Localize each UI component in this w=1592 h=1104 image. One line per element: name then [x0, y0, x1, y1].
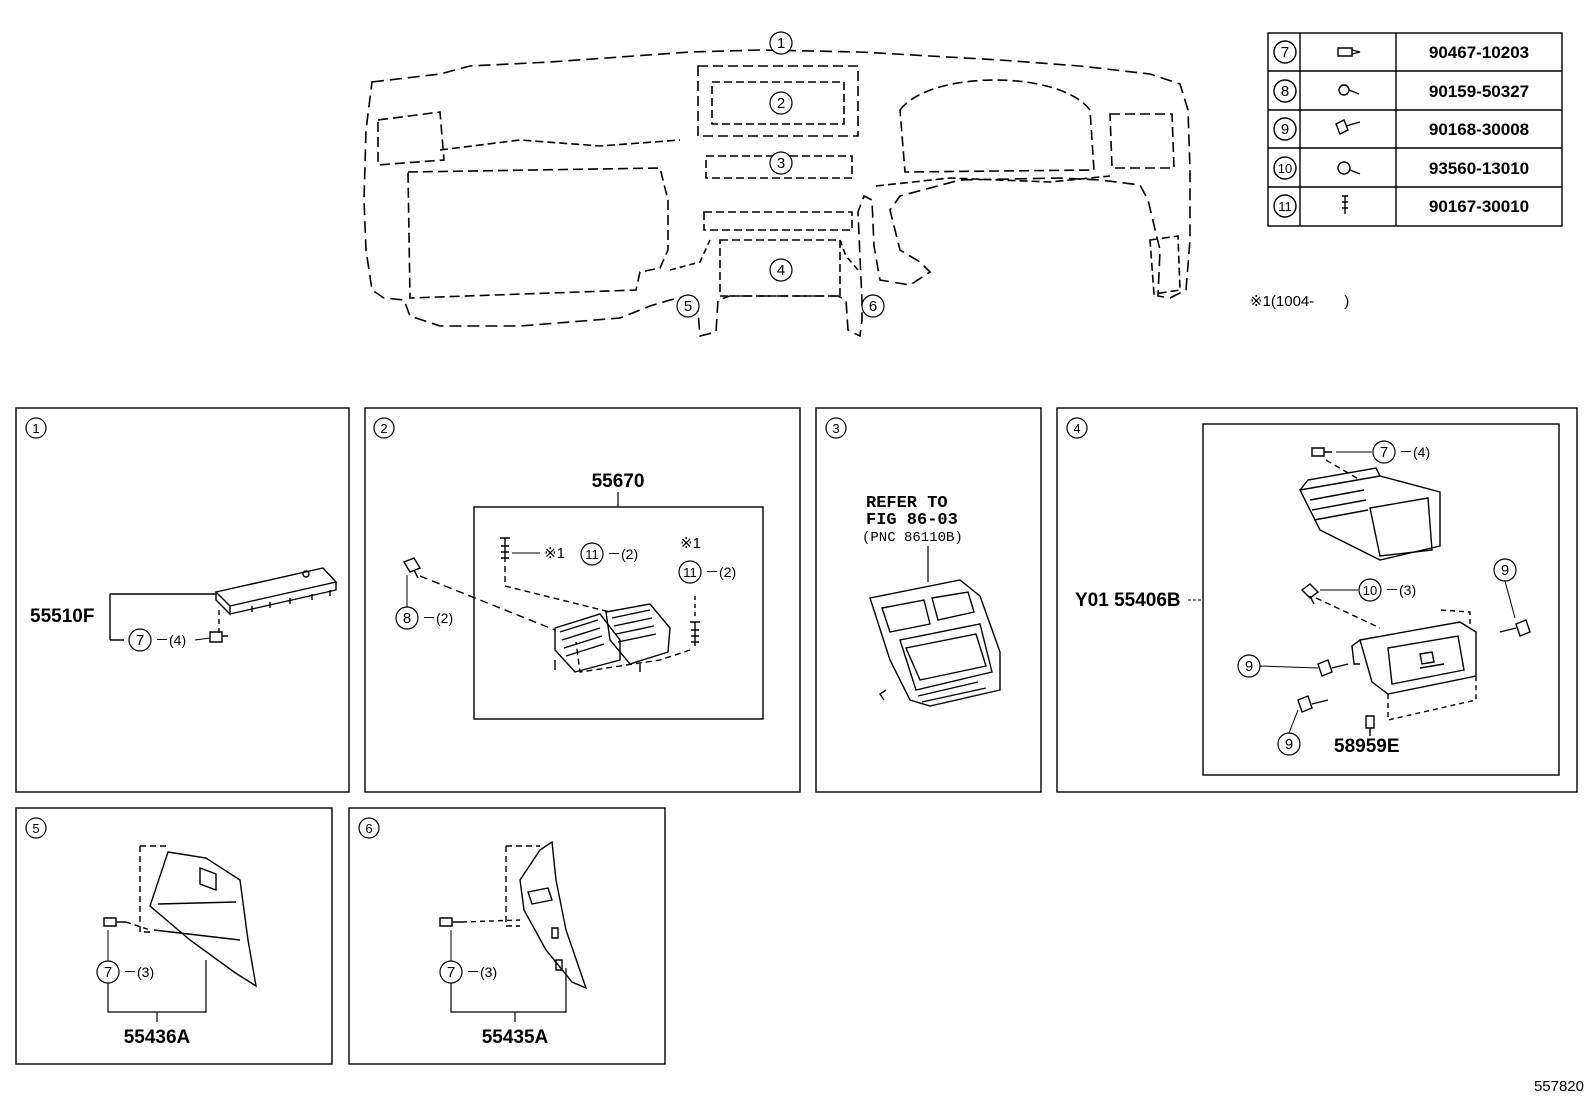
fastener-drawings-4: [1297, 583, 1531, 736]
storage-box-drawing: [1298, 447, 1441, 561]
center-cluster-panel-drawing: [869, 579, 1001, 707]
table-part-11: 90167-30010: [1429, 197, 1529, 216]
panel-6: 6 7 －(3) 55435A: [348, 807, 666, 1065]
panel-4-number: 4: [1073, 421, 1080, 436]
date-note: ※1(1004- ): [1250, 293, 1349, 310]
panel-2-qty-8: －(2): [422, 610, 453, 626]
panel-6-qty: －(3): [466, 964, 497, 980]
screw-grommet-icon: [1338, 84, 1360, 96]
table-ref-9: 9: [1281, 121, 1289, 138]
panel-5-callout: 7: [104, 964, 112, 981]
panel-6-callout: 7: [447, 964, 455, 981]
table-part-7: 90467-10203: [1429, 43, 1529, 62]
overview-callout-3: 3: [777, 155, 785, 172]
panel-3-number: 3: [832, 421, 839, 436]
panel-4: 4 Y01 55406B: [1056, 407, 1578, 793]
panel-3: 3 REFER TO FIG 86-03 (PNC 86110B): [815, 407, 1042, 793]
refer-line-1: REFER TO: [866, 494, 948, 513]
panel-1-qty: －(4): [155, 632, 186, 648]
tray-drawing: [1315, 597, 1477, 721]
panel-4-part-e: 58959E: [1334, 736, 1400, 757]
parts-table: [1267, 32, 1563, 227]
overview-callout-2: 2: [777, 95, 785, 112]
table-ref-10: 10: [1278, 161, 1292, 176]
panel-4-callout-10: 10: [1363, 583, 1377, 598]
overview-callout-circle-6: [861, 294, 885, 318]
panel-1-number: 1: [32, 421, 39, 436]
vent-drawing: [554, 603, 671, 673]
tapping-screw-icon: [1337, 161, 1361, 175]
panel-4-qty-10: －(3): [1385, 582, 1416, 598]
overview-callout-1: 1: [777, 35, 785, 52]
panel-1-callout: 7: [136, 632, 144, 649]
panel-4-callout-9b: 9: [1245, 658, 1253, 675]
panel-2-mark-1: ※1: [544, 545, 565, 562]
panel-5-qty: －(3): [123, 964, 154, 980]
panel-4-qty-7: －(4): [1399, 444, 1430, 460]
panel-5-part: 55436A: [124, 1027, 191, 1048]
panel-2-number: 2: [380, 421, 387, 436]
panel-4-assy: Y01 55406B: [1075, 590, 1181, 611]
panel-2-callout-11b: 11: [683, 565, 697, 580]
overview-callout-circle-5: [676, 294, 700, 318]
overview-callout-circle-1: [769, 31, 793, 55]
table-part-10: 93560-13010: [1429, 159, 1529, 178]
panel-2: 2 55670 8 －(2) ※1 11 －(2) ※1: [364, 407, 801, 793]
table-part-9: 90168-30008: [1429, 120, 1529, 139]
panel-4-callout-9a: 9: [1501, 562, 1509, 579]
dashboard-overview: [363, 49, 1191, 338]
panel-2-mark-2: ※1: [680, 535, 701, 552]
table-ref-8: 8: [1281, 83, 1289, 100]
overview-callouts: [676, 31, 885, 318]
overview-callout-5: 5: [684, 298, 692, 315]
side-cover-left-drawing: [103, 845, 257, 988]
overview-callout-4: 4: [777, 262, 785, 279]
panel-5-number: 5: [32, 821, 39, 836]
overview-callout-circle-2: [769, 91, 793, 115]
upper-cover-drawing: [109, 567, 338, 643]
panel-5: 5 7 －(3) 55436A: [15, 807, 333, 1065]
panel-1-part: 55510F: [30, 606, 94, 627]
clip-icon: [1337, 47, 1361, 57]
panel-2-qty-11a: －(2): [607, 546, 638, 562]
panel-6-number: 6: [365, 821, 372, 836]
side-cover-right-drawing: [439, 840, 588, 990]
table-part-8: 90159-50327: [1429, 82, 1529, 101]
overview-callout-circle-3: [769, 151, 793, 175]
figure-id: 557820: [1534, 1078, 1584, 1095]
panel-2-assy: 55670: [592, 471, 645, 492]
panel-2-callout-11a: 11: [585, 547, 599, 562]
assy-box-4: [1202, 423, 1560, 776]
panel-4-callout-7: 7: [1380, 444, 1388, 461]
overview-callout-circle-4: [769, 258, 793, 282]
panel-2-qty-11b: －(2): [705, 564, 736, 580]
fastener-drawings: [402, 537, 700, 673]
refer-line-3: (PNC 86110B): [862, 530, 963, 546]
table-ref-7: 7: [1281, 44, 1289, 61]
assy-box: [473, 506, 764, 720]
screw-icon: [1342, 195, 1348, 214]
table-ref-11: 11: [1278, 199, 1292, 214]
panel-6-part: 55435A: [482, 1027, 549, 1048]
overview-callout-6: 6: [869, 298, 877, 315]
bolt-icon: [1335, 119, 1361, 135]
panel-4-callout-9c: 9: [1285, 736, 1293, 753]
panel-1: 1 55510F 7 －(4): [15, 407, 350, 793]
refer-line-2: FIG 86-03: [866, 511, 958, 530]
panel-2-callout-8: 8: [403, 610, 411, 627]
